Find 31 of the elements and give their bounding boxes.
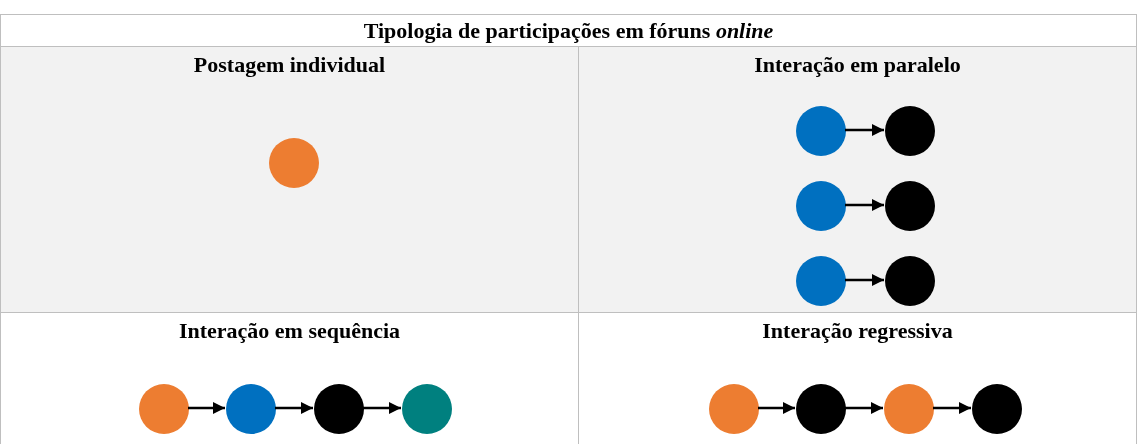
circle-node	[226, 384, 276, 434]
arrow	[845, 198, 884, 212]
table-panel	[578, 46, 1137, 313]
circle-node	[796, 256, 846, 306]
circle-node	[139, 384, 189, 434]
table-title: Tipologia de participações em fóruns online	[363, 18, 774, 43]
arrow	[363, 401, 401, 415]
circle-node	[885, 256, 935, 306]
circle-node	[709, 384, 759, 434]
arrow	[758, 401, 795, 415]
circle-node	[796, 106, 846, 156]
circle-node	[314, 384, 364, 434]
circle-node	[402, 384, 452, 434]
circle-node	[885, 106, 935, 156]
circle-node	[885, 181, 935, 231]
circle-node	[796, 384, 846, 434]
arrow	[845, 273, 884, 287]
arrow	[188, 401, 225, 415]
panel-heading: Interação em sequência	[178, 318, 401, 343]
arrow	[845, 401, 883, 415]
panel-heading: Interação em paralelo	[754, 52, 961, 77]
circle-node	[884, 384, 934, 434]
circle-node	[269, 138, 319, 188]
arrow	[275, 401, 313, 415]
circle-node	[972, 384, 1022, 434]
table-panel	[0, 46, 579, 313]
arrow	[845, 123, 884, 137]
arrow	[933, 401, 971, 415]
panel-heading: Interação regressiva	[762, 318, 953, 343]
panel-heading: Postagem individual	[193, 52, 386, 77]
circle-node	[796, 181, 846, 231]
